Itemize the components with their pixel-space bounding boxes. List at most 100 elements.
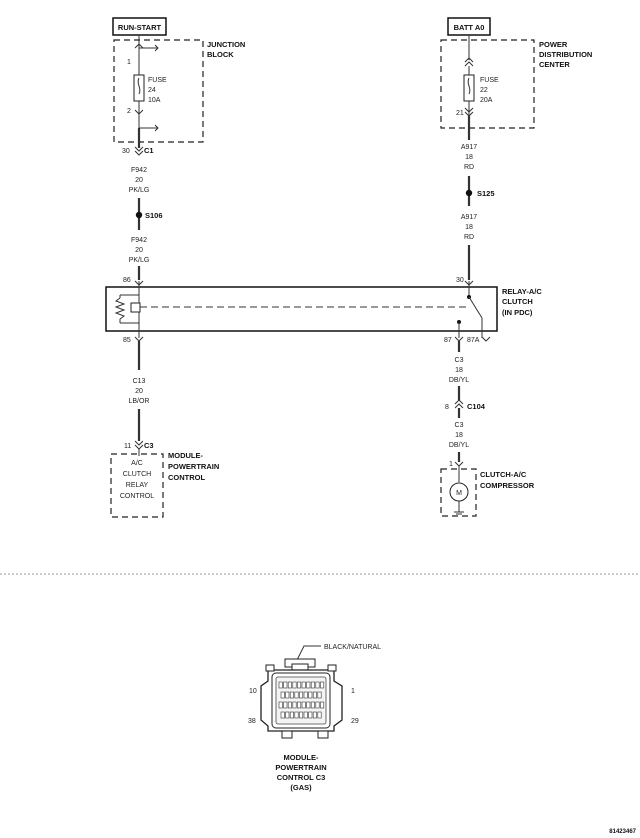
pdc-fuse-label: FUSE <box>480 77 499 84</box>
relay-title-2: CLUTCH <box>502 297 533 306</box>
wire-c3-upper: C3 18 DB/YL <box>449 357 469 400</box>
pin-cavity <box>289 691 294 699</box>
wire-c3-lower: C3 18 DB/YL <box>449 422 469 462</box>
svg-text:M: M <box>456 490 462 497</box>
pin-cavity <box>308 691 313 699</box>
pin-cavity <box>280 711 285 719</box>
svg-text:RELAY: RELAY <box>126 482 149 489</box>
relay-pin-30: 30 <box>456 277 464 284</box>
c1-pin: 30 <box>122 148 130 155</box>
relay-title-3: (IN PDC) <box>502 308 533 317</box>
pdc-fuse-num: 22 <box>480 87 488 94</box>
jb-fuse-num: 24 <box>148 87 156 94</box>
svg-text:PK/LG: PK/LG <box>129 187 150 194</box>
power-distribution-center: POWER DISTRIBUTION CENTER FUSE 22 20A 21 <box>440 39 592 129</box>
pin-cavity <box>317 711 322 719</box>
svg-text:18: 18 <box>465 154 473 161</box>
junction-block: JUNCTION BLOCK 1 FUSE 24 10A 2 <box>113 39 245 143</box>
pin-cavity <box>306 701 311 709</box>
svg-text:F942: F942 <box>131 237 147 244</box>
splice-s106: S106 <box>135 211 163 220</box>
batt-a0-label: BATT A0 <box>454 23 485 32</box>
connector-c3-face-view: BLACK/NATURAL 10 1 38 29 MODULE- POWERTR… <box>248 644 381 792</box>
compressor-title-1: CLUTCH-A/C <box>480 470 527 479</box>
pin-label-1: 1 <box>351 688 355 695</box>
pin-label-38: 38 <box>248 718 256 725</box>
svg-text:C3: C3 <box>455 422 464 429</box>
pin-cavity <box>317 691 322 699</box>
pin-cavity <box>299 691 304 699</box>
jb-fuse-label: FUSE <box>148 77 167 84</box>
pin-cavity <box>292 681 297 689</box>
fuse-24-element <box>137 77 141 95</box>
svg-text:F942: F942 <box>131 167 147 174</box>
svg-text:S125: S125 <box>477 189 495 198</box>
c104-label: C104 <box>467 402 486 411</box>
pin-cavity <box>320 701 325 709</box>
pin-cavity <box>287 701 292 709</box>
junction-block-title-1: JUNCTION <box>207 40 245 49</box>
wire-c13: C13 20 LB/OR <box>128 378 150 441</box>
pin-cavity <box>278 701 283 709</box>
pin-cavity <box>306 681 311 689</box>
svg-text:S106: S106 <box>145 211 163 220</box>
jb-fuse-amp: 10A <box>148 97 161 104</box>
pin-cavities <box>278 681 325 719</box>
pin-cavity <box>310 681 315 689</box>
svg-text:RD: RD <box>464 234 474 241</box>
run-start-source: RUN-START <box>112 17 167 36</box>
connector-color-label: BLACK/NATURAL <box>324 644 381 651</box>
pin-cavity <box>320 681 325 689</box>
svg-text:C13: C13 <box>133 378 146 385</box>
pin-cavity <box>294 711 299 719</box>
splice-s125: S125 <box>465 189 495 198</box>
svg-text:18: 18 <box>455 367 463 374</box>
svg-text:20: 20 <box>135 247 143 254</box>
relay-switch-blade <box>468 296 483 319</box>
c104-pin: 8 <box>445 404 449 411</box>
connector-title-3: CONTROL C3 <box>277 773 326 782</box>
fuse-22-element <box>467 77 471 95</box>
jb-pin-bottom: 2 <box>127 108 131 115</box>
pin-cavity <box>285 711 290 719</box>
svg-text:CONTROL: CONTROL <box>120 493 154 500</box>
pin-label-10: 10 <box>249 688 257 695</box>
pcm-title-1: MODULE- <box>168 451 203 460</box>
svg-text:20: 20 <box>135 388 143 395</box>
svg-text:CLUTCH: CLUTCH <box>123 471 151 478</box>
pin-cavity <box>283 681 288 689</box>
relay-title-1: RELAY-A/C <box>502 287 542 296</box>
pin-cavity <box>315 681 320 689</box>
wire-f942-lower: F942 20 PK/LG <box>129 237 150 280</box>
svg-text:DB/YL: DB/YL <box>449 442 469 449</box>
relay-a-c-clutch: RELAY-A/C CLUTCH (IN PDC) 86 30 85 87 87… <box>105 277 542 344</box>
pdc-pin-bottom: 21 <box>456 110 464 117</box>
svg-text:18: 18 <box>455 432 463 439</box>
svg-text:A917: A917 <box>461 144 477 151</box>
pin-cavity <box>285 691 290 699</box>
compressor-pin: 1 <box>449 461 453 468</box>
relay-coil <box>130 302 141 313</box>
svg-text:C3: C3 <box>455 357 464 364</box>
pdc-fuse-amp: 20A <box>480 97 493 104</box>
pdc-title-1: POWER <box>539 40 568 49</box>
pin-cavity <box>301 681 306 689</box>
connector-title-4: (GAS) <box>290 783 312 792</box>
pcm-title-3: CONTROL <box>168 473 205 482</box>
pin-cavity <box>303 691 308 699</box>
connector-title-1: MODULE- <box>284 753 319 762</box>
compressor-title-2: COMPRESSOR <box>480 481 535 490</box>
clutch-a-c-compressor: CLUTCH-A/C COMPRESSOR M <box>440 466 535 517</box>
svg-text:18: 18 <box>465 224 473 231</box>
pin-cavity <box>297 681 302 689</box>
pcm-title-2: POWERTRAIN <box>168 462 219 471</box>
connector-c104: 8 C104 <box>445 399 486 411</box>
svg-text:PK/LG: PK/LG <box>129 257 150 264</box>
wire-f942-upper: F942 20 PK/LG <box>129 167 150 230</box>
wire-a917-upper: A917 18 RD <box>461 144 477 206</box>
run-start-label: RUN-START <box>118 23 162 32</box>
pin-cavity <box>297 701 302 709</box>
pin-cavity <box>299 711 304 719</box>
pin-cavity <box>303 711 308 719</box>
